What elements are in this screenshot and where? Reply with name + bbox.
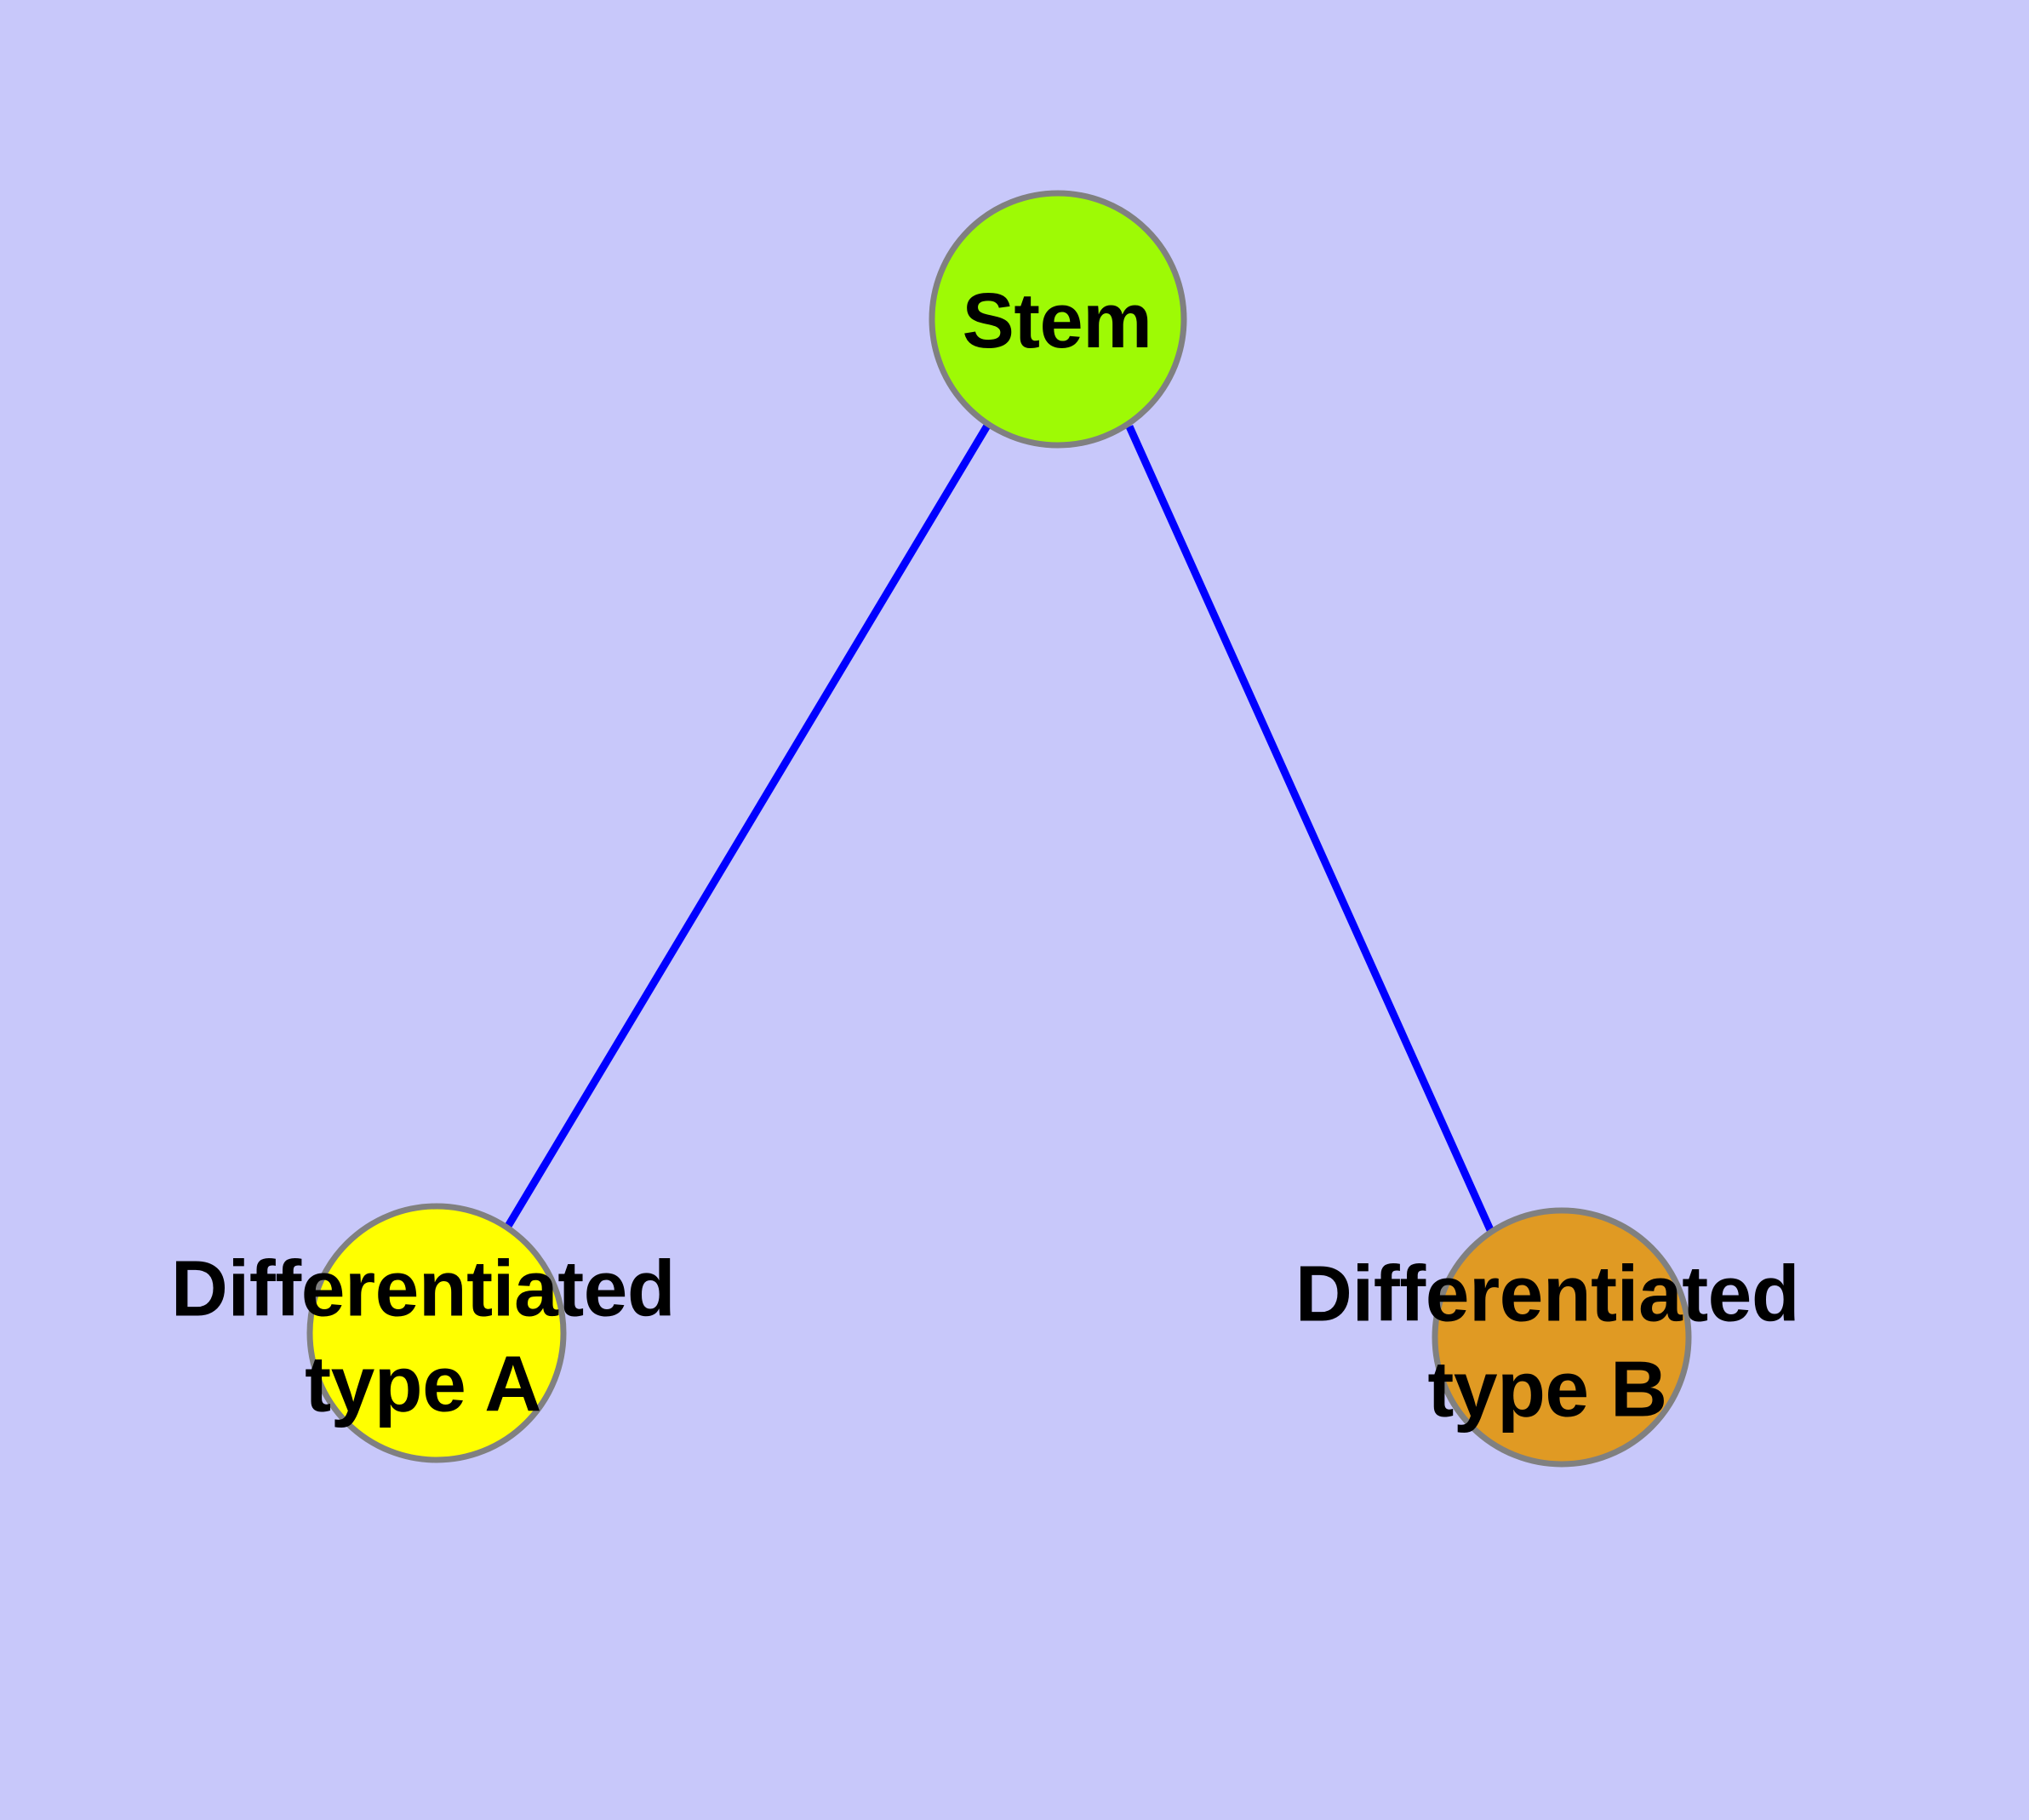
edge-stem-to-differentiated-type-a[interactable] bbox=[504, 423, 991, 1230]
edge-layer bbox=[504, 423, 1495, 1233]
edge-stem-to-differentiated-type-b[interactable] bbox=[1125, 425, 1495, 1233]
node-layer bbox=[306, 190, 1692, 1468]
node-differentiated-type-a[interactable] bbox=[306, 1203, 567, 1463]
node-stem[interactable] bbox=[929, 190, 1187, 449]
node-differentiated-type-b[interactable] bbox=[1432, 1207, 1692, 1468]
